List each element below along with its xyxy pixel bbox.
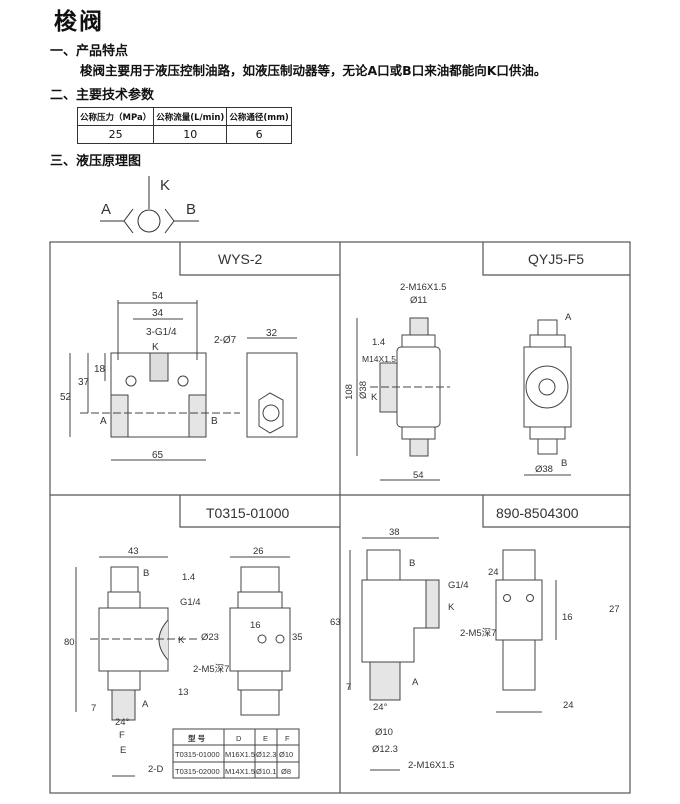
dim: G1/4 (180, 597, 201, 608)
model-wys2: WYS-2 (218, 251, 263, 267)
p890-drawing (349, 537, 557, 771)
port-label: K (152, 342, 159, 353)
schematic-heading: 三、液压原理图 (50, 154, 142, 169)
port-label: A (142, 699, 149, 710)
dim: 38 (389, 527, 400, 538)
features-heading: 一、产品特点 (50, 44, 129, 59)
dim: 43 (128, 546, 139, 557)
dim: 65 (152, 450, 164, 461)
dim: 27 (609, 604, 620, 615)
dim: 35 (292, 632, 303, 643)
dim: 16 (562, 612, 573, 623)
table-cell: Ø10 (279, 750, 293, 759)
port-a-label: A (101, 201, 111, 218)
dim: 1.4 (182, 572, 195, 583)
dim: 26 (253, 546, 264, 557)
dim: Ø38 (358, 381, 369, 399)
dim: 52 (60, 392, 72, 403)
dim: 34 (152, 308, 164, 319)
dim: 7 (91, 703, 96, 714)
table-cell: Ø8 (281, 767, 291, 776)
dim: Ø23 (201, 632, 219, 643)
dim: 2-M16X1.5 (408, 760, 454, 771)
dim: Ø10 (375, 727, 393, 738)
table-cell: T0315-01000 (175, 750, 220, 759)
page-title: 梭阀 (54, 9, 104, 35)
dim: 54 (152, 291, 164, 302)
table-cell: Ø12.3 (256, 750, 276, 759)
port-label: B (143, 568, 149, 579)
table-cell: Ø10.1 (256, 767, 276, 776)
dim: 18 (94, 364, 106, 375)
port-label: A (412, 677, 419, 688)
table-cell: T0315-02000 (175, 767, 220, 776)
table-cell: M16X1.5 (225, 750, 255, 759)
port-label: A (565, 312, 572, 323)
table-header: D (236, 734, 242, 743)
port-b-label: B (186, 201, 196, 218)
dim: M14X1.5 (362, 354, 396, 364)
dim: Ø38 (535, 464, 553, 475)
qyj5-drawing (356, 317, 572, 481)
table-cell: M14X1.5 (225, 767, 255, 776)
dim: 1.4 (372, 337, 385, 348)
dim: G1/4 (448, 580, 469, 591)
shuttle-valve-symbol (100, 176, 199, 234)
table-header: F (285, 734, 290, 743)
params-heading: 二、主要技术参数 (50, 88, 155, 103)
port-k-label: K (160, 177, 170, 194)
model-890: 890-8504300 (496, 505, 579, 521)
features-text: 梭阀主要用于液压控制油路，如液压制动器等，无论A口或B口来油都能向K口供油。 (80, 63, 547, 78)
t0315-drawing (75, 556, 300, 779)
wys2-drawing (69, 300, 298, 461)
dim: 32 (266, 328, 278, 339)
port-label: B (409, 558, 415, 569)
dim: 3-G1/4 (146, 327, 177, 338)
model-qyj5: QYJ5-F5 (528, 251, 584, 267)
dim: 2-M5深7 (193, 664, 229, 675)
dim: 2-M16X1.5 (400, 282, 446, 293)
dim: E (120, 745, 126, 756)
dim: 24° (115, 717, 130, 728)
dim: 16 (250, 620, 261, 631)
dim: 24 (488, 567, 499, 578)
dim: 7 (346, 682, 351, 693)
port-label: B (561, 458, 567, 469)
t0315-size-table: 型 号 D E F T0315-01000 M16X1.5 Ø12.3 Ø10 … (175, 733, 293, 776)
dim: 63 (330, 617, 341, 628)
dim: 13 (178, 687, 189, 698)
model-t0315: T0315-01000 (206, 505, 290, 521)
port-label: K (178, 635, 185, 646)
table-header: E (263, 734, 268, 743)
table-header: 型 号 (188, 733, 206, 743)
dim: 24 (563, 700, 574, 711)
value-diameter: 6 (226, 125, 292, 144)
dim: Ø11 (410, 295, 427, 306)
dim: 2-D (148, 764, 163, 775)
port-label: K (448, 602, 455, 613)
port-label: A (100, 416, 107, 427)
dim: Ø12.3 (372, 744, 398, 755)
value-flow: 10 (153, 125, 228, 144)
dim: 108 (344, 384, 355, 400)
panel-frames (49, 241, 631, 794)
dim: 80 (64, 637, 75, 648)
dim: F (119, 730, 125, 741)
dim: 24° (373, 702, 388, 713)
port-label: B (211, 416, 218, 427)
dim: 2-Ø7 (214, 335, 237, 346)
value-pressure: 25 (76, 125, 155, 144)
dim: 54 (413, 470, 424, 481)
port-label: K (371, 392, 378, 403)
dim: 37 (78, 377, 90, 388)
dim: 2-M5深7 (460, 628, 496, 639)
